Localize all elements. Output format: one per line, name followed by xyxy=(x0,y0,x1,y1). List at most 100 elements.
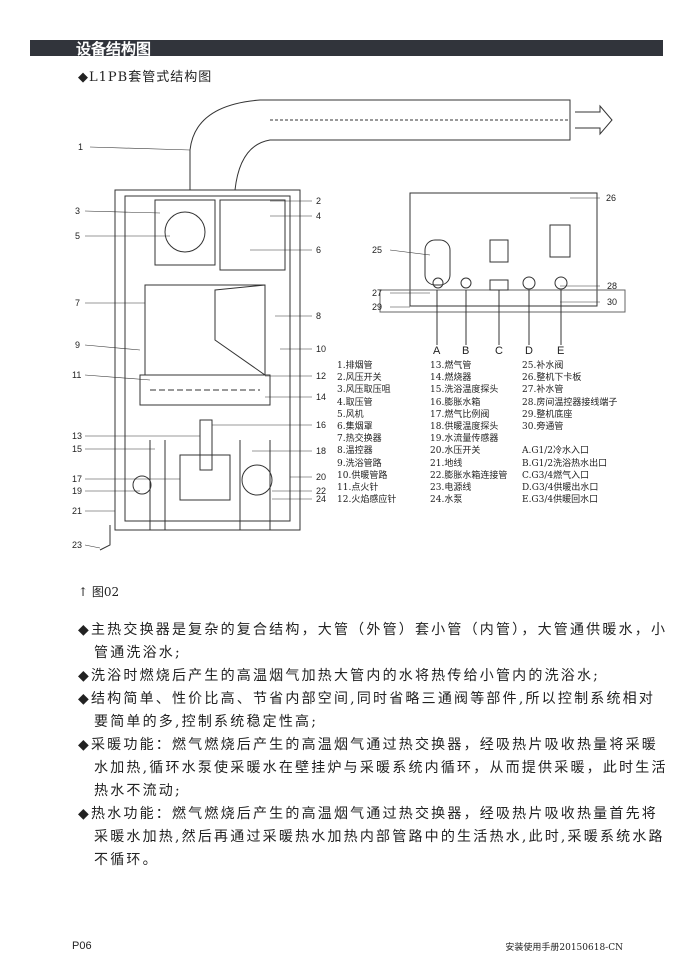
legend-item: B.G1/2洗浴热水出口 xyxy=(522,458,608,469)
callout-number: 19 xyxy=(72,486,82,496)
legend-item: 16.膨胀水箱 xyxy=(430,397,481,408)
legend-item: 1.排烟管 xyxy=(337,361,373,371)
paragraph: ◆采暖功能：燃气燃烧后产生的高温烟气通过热交换器，经吸热片吸收热量将采暖水加热,… xyxy=(78,737,668,799)
legend-item xyxy=(522,433,617,445)
legend-item: 5.风机 xyxy=(337,409,364,420)
legend-column-1: 1.排烟管 2.风压开关 3.风压取压咀 4.取压管 5.风机 6.集烟罩 7.… xyxy=(337,360,396,506)
exhaust-arrow-icon xyxy=(575,104,613,136)
callout-number: 17 xyxy=(72,474,82,484)
page-number: P06 xyxy=(72,940,92,952)
legend-item: 13.燃气管 xyxy=(430,361,472,371)
callout-number: 10 xyxy=(316,344,326,354)
callout-number: 15 xyxy=(72,444,82,454)
legend-item: 24.水泵 xyxy=(430,495,463,506)
diagram-subtitle: ◆L1PB套管式结构图 xyxy=(78,70,213,85)
connection-label: A xyxy=(433,345,441,357)
legend-item: 27.补水管 xyxy=(522,385,564,396)
callout-number: 29 xyxy=(372,302,382,312)
connection-label: C xyxy=(495,345,503,357)
legend-item: 4.取压管 xyxy=(337,397,373,408)
legend-item: 20.水压开关 xyxy=(430,446,481,457)
callout-number: 27 xyxy=(372,288,382,298)
legend-column-3: 25.补水阀 26.整机下卡板 27.补水管 28.房间温控器接线端子 29.整… xyxy=(522,360,617,506)
callout-number: 18 xyxy=(316,446,326,456)
flue-pipe xyxy=(189,99,571,191)
boiler-casing xyxy=(114,189,301,531)
callout-number: 22 xyxy=(316,486,326,496)
figure-label: ↑ 图02 xyxy=(78,585,120,599)
callout-number: 8 xyxy=(316,311,321,321)
callout-number: 25 xyxy=(372,245,382,255)
heat-exchanger xyxy=(144,284,266,376)
legend-item: 23.电源线 xyxy=(430,483,472,494)
callout-number: 28 xyxy=(607,281,617,291)
callout-number: 2 xyxy=(316,196,321,206)
bottom-view-callouts: 25 26 27 28 29 30 xyxy=(372,193,617,312)
legend-item: 17.燃气比例阀 xyxy=(430,409,490,420)
right-callout-numbers: 2 4 6 8 10 12 14 16 18 20 22 24 xyxy=(316,196,326,504)
legend-item: 8.温控器 xyxy=(337,446,373,457)
callout-number: 9 xyxy=(75,340,80,350)
callout-number: 23 xyxy=(72,540,82,550)
bottom-view-casing xyxy=(409,192,598,291)
callout-number: 14 xyxy=(316,392,326,402)
legend-item: 26.整机下卡板 xyxy=(522,373,582,384)
connection-label: D xyxy=(525,345,533,357)
legend-item: D.G3/4供暖出水口 xyxy=(522,483,599,494)
legend-column-2: 13.燃气管 14.燃烧器 15.洗浴温度探头 16.膨胀水箱 17.燃气比例阀… xyxy=(430,360,507,506)
connection-label: E xyxy=(557,345,564,357)
legend-item: 9.洗浴管路 xyxy=(337,458,382,469)
section-title: 设备结构图 xyxy=(76,40,152,58)
legend-item: 30.旁通管 xyxy=(522,422,564,433)
callout-number: 12 xyxy=(316,371,326,381)
legend-item: 28.房间温控器接线端子 xyxy=(522,397,618,408)
legend-item: 10.供暖管路 xyxy=(337,470,388,481)
section-title-bar: 设备结构图 xyxy=(30,40,663,58)
gas-valve xyxy=(179,454,231,501)
callout-number: 6 xyxy=(316,245,321,255)
legend-item: C.G3/4燃气入口 xyxy=(522,470,590,481)
legend-item: 18.供暖温度探头 xyxy=(430,422,499,433)
power-cord xyxy=(99,525,111,551)
paragraph: ◆主热交换器是复杂的复合结构，大管（外管）套小管（内管），大管通供暖水，小管通洗… xyxy=(78,622,668,661)
callout-number: 30 xyxy=(607,297,617,307)
callout-number: 24 xyxy=(316,494,326,504)
burner xyxy=(139,374,271,406)
paragraph: ◆结构简单、性价比高、节省内部空间,同时省略三通阀等部件,所以控制系统相对要简单… xyxy=(78,691,656,730)
legend-item: 11.点火针 xyxy=(337,483,379,494)
callout-number: 21 xyxy=(72,506,82,516)
legend-item: 22.膨胀水箱连接管 xyxy=(430,470,508,481)
callout-number: 5 xyxy=(75,231,80,241)
callout-number: 20 xyxy=(316,472,326,482)
paragraph: ◆热水功能：燃气燃烧后产生的高温烟气通过热交换器，经吸热片吸收热量首先将采暖水加… xyxy=(78,806,665,868)
legend-item: 15.洗浴温度探头 xyxy=(430,385,499,396)
legend-item: 12.火焰感应针 xyxy=(337,495,397,506)
left-callout-numbers: 1 3 5 7 9 11 13 15 17 19 21 23 xyxy=(72,142,83,550)
connection-label: B xyxy=(462,345,469,357)
callout-number: 3 xyxy=(75,206,80,216)
callout-number: 1 xyxy=(78,142,83,152)
callout-number: 13 xyxy=(72,431,82,441)
legend-item: 2.风压开关 xyxy=(337,373,382,384)
callout-number: 11 xyxy=(72,370,81,380)
legend-item: 6.集烟罩 xyxy=(337,422,373,433)
callout-number: 4 xyxy=(316,211,321,221)
legend-item: 19.水流量传感器 xyxy=(430,434,499,445)
connection-labels: A B C D E xyxy=(433,345,564,357)
document-id: 安装使用手册20150618-CN xyxy=(505,943,623,953)
callout-number: 16 xyxy=(316,420,326,430)
legend-item: 7.热交换器 xyxy=(337,434,382,445)
legend-item: 14.燃烧器 xyxy=(430,373,472,384)
legend-item: A.G1/2冷水入口 xyxy=(522,446,590,457)
fan xyxy=(154,199,216,266)
legend-item: 21.地线 xyxy=(430,458,463,469)
pump xyxy=(241,464,273,496)
legend-item: 3.风压取压咀 xyxy=(337,385,391,396)
paragraph: ◆洗浴时燃烧后产生的高温烟气加热大管内的水将热传给小管内的洗浴水; xyxy=(78,668,601,684)
boiler-structure-diagram: 1 3 5 7 9 11 13 15 17 19 21 23 2 4 6 8 1… xyxy=(72,99,626,551)
legend-item: E.G3/4供暖回水口 xyxy=(522,495,599,506)
callout-number: 26 xyxy=(606,193,616,203)
legend-item: 29.整机底座 xyxy=(522,409,573,420)
legend-item: 25.补水阀 xyxy=(522,361,564,371)
callout-number: 7 xyxy=(75,298,80,308)
